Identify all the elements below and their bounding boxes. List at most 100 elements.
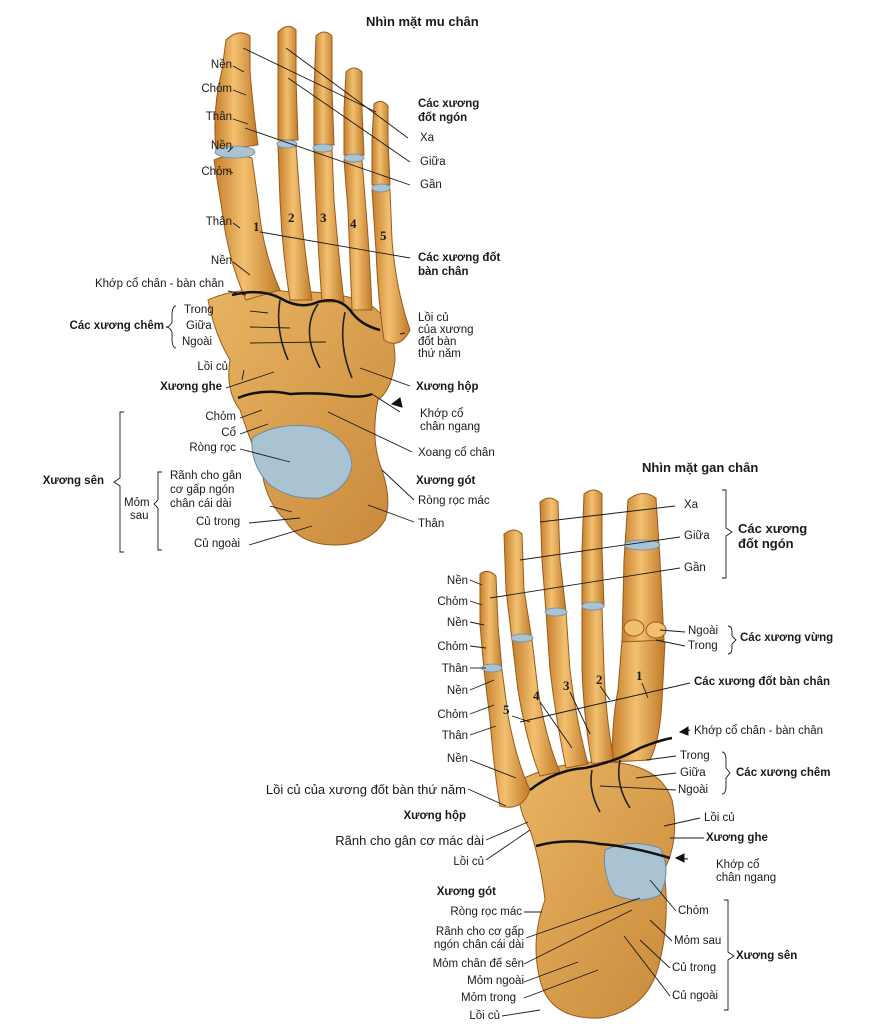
dorsal-metatarsal-number-3: 3 xyxy=(320,210,327,225)
dorsal-label-cuneiform-lateral: Ngoài xyxy=(182,336,213,348)
plantar-label-posterior-process: Mỏm sau xyxy=(674,935,722,947)
dorsal-label-fifth-tuberosity-1: Lồi củ xyxy=(418,312,449,324)
dorsal-leaders xyxy=(113,47,415,553)
plantar-label-talus-head: Chỏm xyxy=(678,905,709,917)
plantar-view-title: Nhìn mặt gan chân xyxy=(642,460,759,475)
dorsal-label-medial-tubercle: Củ trong xyxy=(196,516,241,528)
plantar-metatarsal-number-5: 5 xyxy=(503,702,510,717)
dorsal-metatarsal-numbers: 1 2 3 4 5 xyxy=(253,210,387,243)
plantar-label-transverse-joint-1: Khớp cổ xyxy=(716,859,760,871)
dorsal-metatarsal-4 xyxy=(343,159,373,311)
plantar-cartilage xyxy=(481,539,661,673)
plantar-metatarsal-numbers: 1 2 3 4 5 xyxy=(503,668,643,717)
plantar-transverse-tarsal-joint xyxy=(535,840,671,860)
plantar-label-nen-4: Nền xyxy=(446,753,468,765)
dorsal-label-phalanges-2: đốt ngón xyxy=(418,112,468,124)
dorsal-label-posterior-process-2: sau xyxy=(130,510,149,522)
plantar-label-than-2: Thân xyxy=(441,730,468,742)
dorsal-metatarsal-number-2: 2 xyxy=(288,210,295,225)
dorsal-label-than-2: Thân xyxy=(205,216,232,228)
dorsal-foot xyxy=(207,26,411,546)
plantar-label-phalanges-2: đốt ngón xyxy=(738,536,794,551)
plantar-metatarsal-5 xyxy=(483,669,531,808)
dorsal-label-lateral-tubercle: Củ ngoài xyxy=(194,538,241,550)
dorsal-label-groove-1: Rãnh cho gân xyxy=(170,470,242,482)
dorsal-label-calcaneus-body: Thân xyxy=(418,518,445,530)
plantar-label-chom-2: Chỏm xyxy=(437,641,468,653)
dorsal-label-cuneiforms: Các xương chêm xyxy=(69,320,164,332)
plantar-label-sesamoid-lateral: Ngoài xyxy=(688,625,719,637)
dorsal-label-peroneal-trochlea: Ròng rọc mác xyxy=(418,495,490,507)
plantar-metatarsal-3 xyxy=(545,611,589,769)
dorsal-label-metatarsals-1: Các xương đốt xyxy=(418,252,501,264)
dorsal-metatarsal-2 xyxy=(277,145,313,301)
plantar-cuneiform-lines xyxy=(590,759,631,813)
plantar-leaders xyxy=(467,489,737,1017)
dorsal-label-talus: Xương sên xyxy=(42,475,104,487)
plantar-label-nen-3: Nền xyxy=(446,685,468,697)
plantar-label-proximal: Gần xyxy=(684,562,706,574)
plantar-sesamoids xyxy=(623,619,667,639)
plantar-phalanges-5 xyxy=(479,570,503,671)
plantar-label-medial-process: Mỏm trong xyxy=(461,992,516,1004)
plantar-label-navicular: Xương ghe xyxy=(706,832,768,844)
dorsal-cartilage xyxy=(214,139,391,193)
dorsal-label-trochlea: Ròng rọc xyxy=(189,442,236,454)
plantar-label-calcaneal-tuberosity: Lồi củ xyxy=(469,1010,500,1022)
dorsal-label-middle: Giữa xyxy=(420,156,446,168)
plantar-label-calcaneus: Xương gót xyxy=(436,886,496,898)
plantar-label-distal: Xa xyxy=(684,499,699,511)
plantar-label-fhl-groove-1: Rãnh cho cơ gấp xyxy=(435,926,524,938)
plantar-label-middle: Giữa xyxy=(684,530,710,542)
dorsal-label-fifth-tuberosity-2: của xương xyxy=(418,324,474,336)
dorsal-tarsometatarsal-joint xyxy=(231,290,381,332)
dorsal-label-cuboid: Xương hộp xyxy=(416,381,479,393)
dorsal-label-phalanges-1: Các xương xyxy=(418,98,480,110)
dorsal-metatarsal-3 xyxy=(313,149,345,303)
dorsal-metatarsal-number-1: 1 xyxy=(253,219,260,234)
plantar-metatarsal-number-4: 4 xyxy=(533,688,540,703)
dorsal-label-proximal: Gần xyxy=(420,179,442,191)
plantar-label-talus: Xương sên xyxy=(736,950,798,962)
plantar-label-cuneiforms: Các xương chêm xyxy=(736,767,831,779)
dorsal-label-tuberosity: Lồi củ xyxy=(197,361,228,373)
plantar-label-nen-2: Nền xyxy=(446,617,468,629)
dorsal-label-metatarsals-2: bàn chân xyxy=(418,266,469,278)
plantar-label-lateral-process: Mỏm ngoài xyxy=(467,975,524,987)
dorsal-transverse-tarsal-joint xyxy=(237,390,373,400)
plantar-label-than-1: Thân xyxy=(441,663,468,675)
plantar-label-sesamoids: Các xương vừng xyxy=(740,632,834,644)
plantar-label-peroneal-trochlea: Ròng rọc mác xyxy=(450,906,522,918)
plantar-label-fifth-tuberosity: Lồi củ của xương đốt bàn thứ năm xyxy=(265,782,466,797)
plantar-phalanges-4 xyxy=(503,529,533,641)
dorsal-label-chom-2: Chỏm xyxy=(201,166,232,178)
dorsal-label-transverse-joint-2: chân ngang xyxy=(420,421,481,433)
plantar-label-navicular-tuberosity: Lồi củ xyxy=(704,812,735,824)
dorsal-label-talus-neck: Cổ xyxy=(221,427,236,439)
dorsal-label-nen-3: Nền xyxy=(210,255,232,267)
plantar-metatarsal-number-1: 1 xyxy=(636,668,643,683)
plantar-metatarsal-number-2: 2 xyxy=(596,672,603,687)
plantar-label-cuboid: Xương hộp xyxy=(403,810,467,822)
dorsal-view-title: Nhìn mặt mu chân xyxy=(366,14,479,29)
plantar-tarsus xyxy=(518,761,676,1019)
dorsal-label-tarsometatarsal-joint: Khớp cổ chân - bàn chân xyxy=(94,278,224,290)
dorsal-label-nen-2: Nền xyxy=(210,140,232,152)
plantar-label-nen-1: Nền xyxy=(446,575,468,587)
dorsal-phalanges-4 xyxy=(343,67,365,156)
dorsal-label-sinus-tarsi: Xoang cổ chân xyxy=(418,447,495,459)
plantar-label-lateral-tubercle: Củ ngoài xyxy=(672,990,719,1002)
plantar-arrows xyxy=(390,397,691,863)
dorsal-tarsus xyxy=(207,289,396,546)
plantar-foot xyxy=(479,489,676,1019)
plantar-label-tarsometatarsal-joint: Khớp cổ chân - bàn chân xyxy=(694,725,824,737)
dorsal-label-navicular: Xương ghe xyxy=(160,381,222,393)
plantar-label-peroneus-groove: Rãnh cho gân cơ mác dài xyxy=(335,833,484,848)
plantar-metatarsal-number-3: 3 xyxy=(563,678,570,693)
plantar-label-cuneiform-lateral: Ngoài xyxy=(678,784,709,796)
dorsal-label-chom-1: Chỏm xyxy=(201,83,232,95)
plantar-label-cuneiform-medial: Trong xyxy=(680,750,710,762)
plantar-label-sesamoid-medial: Trong xyxy=(688,640,718,652)
plantar-label-cuneiform-intermediate: Giữa xyxy=(680,767,706,779)
